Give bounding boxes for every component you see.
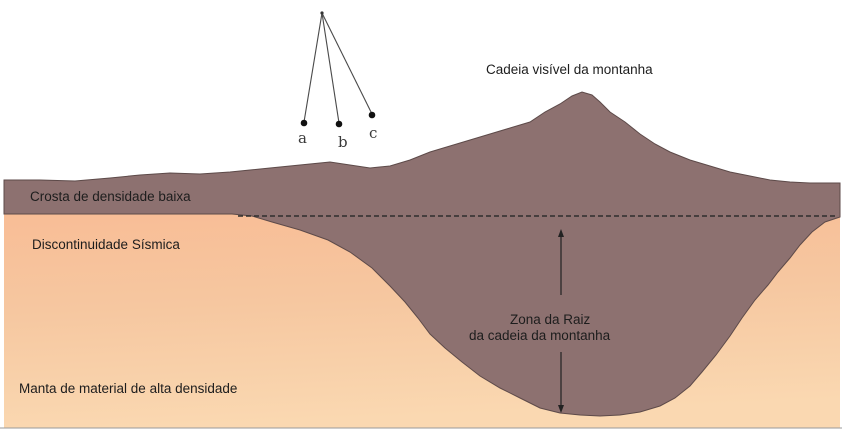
root-zone-label-line1: Zona da Raiz xyxy=(510,312,591,327)
pendulum-a-bob xyxy=(300,119,308,127)
pendulum-c-bob xyxy=(368,111,376,119)
discontinuity-label: Discontinuidade Sísmica xyxy=(32,237,180,252)
mantle-label: Manta de material de alta densidade xyxy=(19,381,238,396)
crust-and-root xyxy=(3,91,841,417)
pendulum-c-label: c xyxy=(369,124,377,142)
pendulum-b-label: b xyxy=(338,133,348,151)
pendulum-group xyxy=(303,12,373,124)
mountain-range-label: Cadeia visível da montanha xyxy=(486,62,653,77)
pendulum-b-bob xyxy=(335,120,343,128)
crust-label: Crosta de densidade baixa xyxy=(30,189,191,204)
pivot-point xyxy=(320,11,324,15)
pendulum-a-label: a xyxy=(298,129,307,147)
root-zone-label-line2: da cadeia da montanha xyxy=(469,328,611,343)
root-depth-arrow xyxy=(558,229,564,413)
